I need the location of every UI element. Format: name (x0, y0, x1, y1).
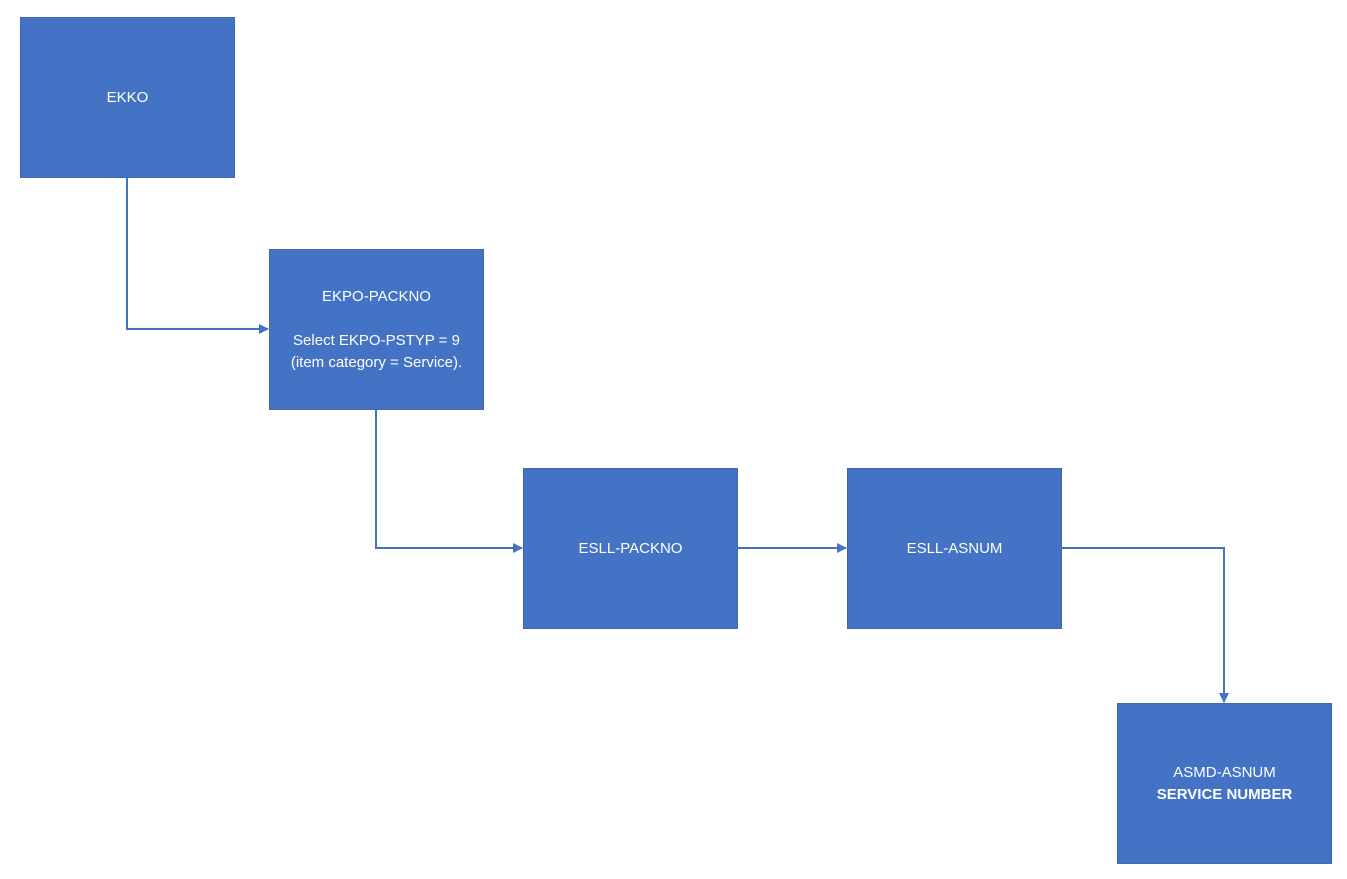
node-esll-packno-label: ESLL-PACKNO (578, 539, 683, 557)
node-esll-asnum: ESLL-ASNUM (847, 468, 1062, 629)
node-esll-asnum-label: ESLL-ASNUM (906, 539, 1003, 557)
node-esll-packno: ESLL-PACKNO (523, 468, 738, 629)
node-asmd-asnum: ASMD-ASNUM SERVICE NUMBER (1117, 703, 1332, 864)
node-ekpo-note-line1: Select EKPO-PSTYP = 9 (293, 331, 460, 349)
node-ekpo-note-line2: (item category = Service). (290, 353, 463, 371)
node-ekpo-packno-label: EKPO-PACKNO (322, 287, 431, 305)
node-asmd-asnum-label: ASMD-ASNUM (1173, 763, 1276, 781)
node-ekko: EKKO (20, 17, 235, 178)
node-asmd-asnum-subtitle: SERVICE NUMBER (1156, 785, 1293, 803)
edge-ekpo-to-esll-packno (375, 410, 523, 553)
edge-ekko-to-ekpo (126, 178, 269, 334)
node-ekko-label: EKKO (106, 88, 149, 106)
edge-esll-asnum-to-asmd-asnum (1062, 547, 1229, 703)
node-ekpo-packno: EKPO-PACKNO Select EKPO-PSTYP = 9 (item … (269, 249, 484, 410)
